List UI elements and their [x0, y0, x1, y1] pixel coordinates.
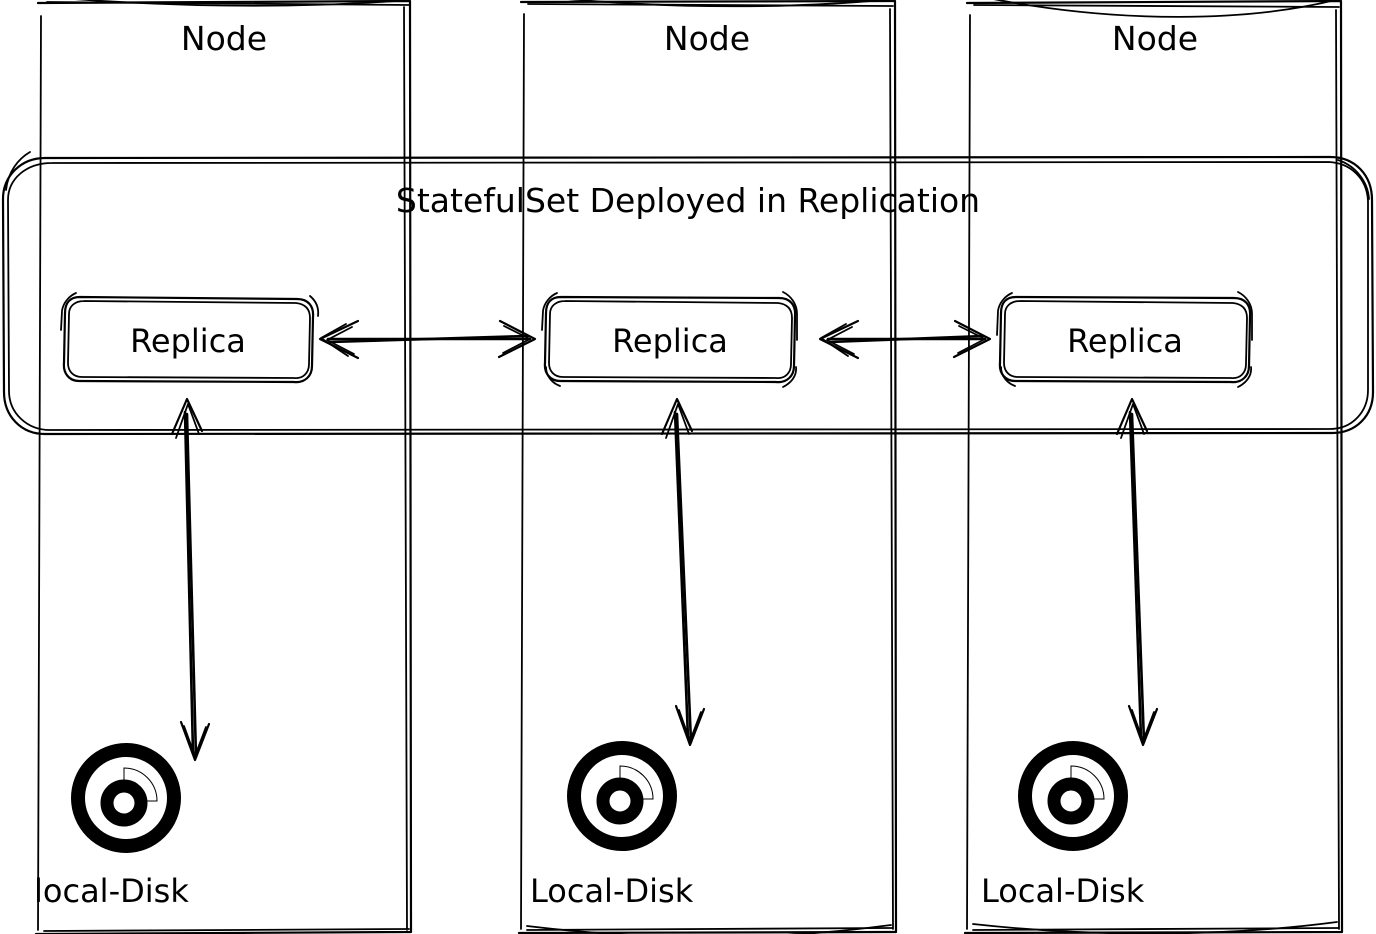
- disk-icon-2: [567, 741, 677, 851]
- node-box-1[interactable]: [34, 0, 413, 934]
- replica-label-3: Replica: [1067, 322, 1183, 360]
- replica-label-2: Replica: [612, 322, 728, 360]
- replica-label-1: Replica: [130, 322, 246, 360]
- disk-icon-1: [71, 743, 181, 853]
- replica-box-3[interactable]: [996, 291, 1253, 388]
- replication-arrow-2[interactable]: [818, 319, 992, 360]
- disk-label-3: Local-Disk: [981, 872, 1145, 910]
- disk-label-2: Local-Disk: [530, 872, 694, 910]
- replica-box-2[interactable]: [541, 291, 798, 388]
- storage-arrow-2[interactable]: [660, 397, 706, 747]
- statefulset-container[interactable]: [1, 151, 1375, 436]
- node-label-2: Node: [664, 19, 750, 58]
- storage-arrow-1[interactable]: [170, 397, 211, 762]
- node-label-1: Node: [181, 19, 267, 58]
- statefulset-title: StatefulSet Deployed in Replication: [396, 181, 980, 220]
- replica-box-1[interactable]: [60, 292, 320, 384]
- disk-label-1: local-Disk: [34, 872, 189, 910]
- node-box-2[interactable]: [517, 0, 898, 934]
- storage-arrow-3[interactable]: [1115, 397, 1159, 747]
- disk-icon-3: [1018, 741, 1128, 851]
- replication-arrow-1[interactable]: [318, 319, 537, 360]
- node-label-3: Node: [1112, 19, 1198, 58]
